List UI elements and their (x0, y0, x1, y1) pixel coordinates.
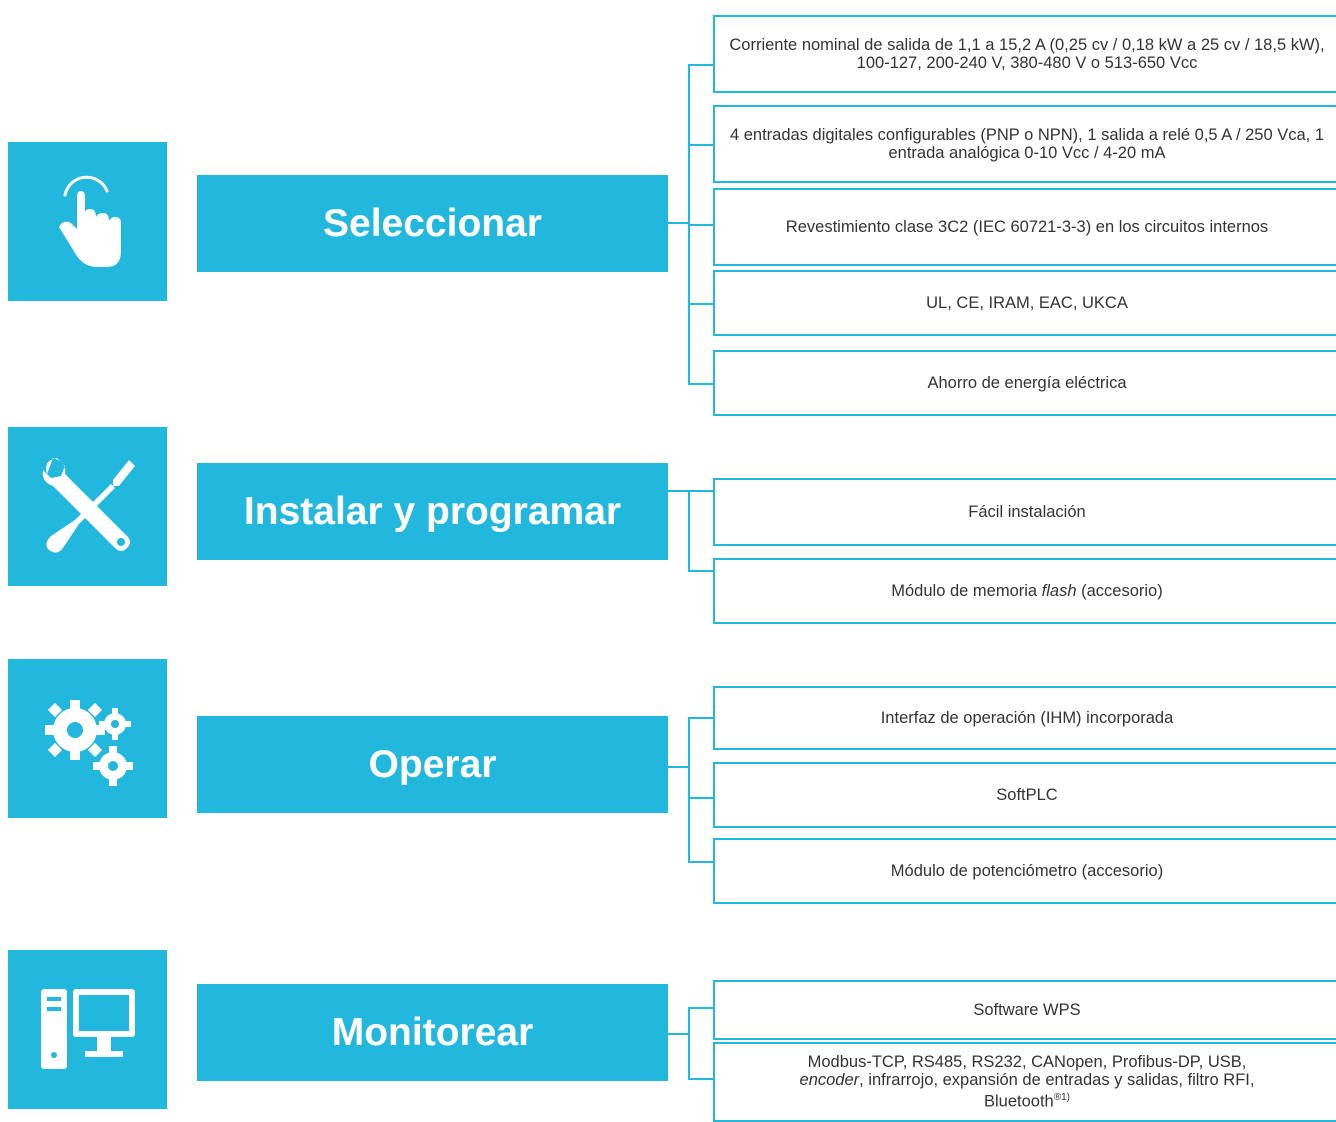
feature-item: Ahorro de energía eléctrica (713, 350, 1336, 416)
section-title: Instalar y programar (197, 463, 668, 560)
feature-text-part: Módulo de memoria flash (accesorio) (891, 582, 1163, 600)
section-title: Operar (197, 716, 668, 813)
section-title: Seleccionar (197, 175, 668, 272)
desktop-computer-icon (40, 988, 135, 1069)
section-icon-box (8, 427, 167, 586)
feature-item: Corriente nominal de salida de 1,1 a 15,… (713, 15, 1336, 93)
feature-item: SoftPLC (713, 762, 1336, 828)
feature-item: 4 entradas digitales configurables (PNP … (713, 105, 1336, 183)
feature-item: Módulo de potenciómetro (accesorio) (713, 838, 1336, 904)
feature-text-part: Modbus-TCP, RS485, RS232, CANopen, Profi… (799, 1053, 1255, 1111)
section-icon-box (8, 142, 167, 301)
feature-item: Fácil instalación (713, 478, 1336, 546)
feature-item: Módulo de memoria flash (accesorio) (713, 558, 1336, 624)
feature-item: Software WPS (713, 980, 1336, 1040)
feature-item: Interfaz de operación (IHM) incorporada (713, 686, 1336, 750)
feature-item: UL, CE, IRAM, EAC, UKCA (713, 270, 1336, 336)
section-icon-box (8, 659, 167, 818)
feature-item: Modbus-TCP, RS485, RS232, CANopen, Profi… (713, 1042, 1336, 1122)
section-icon-box (8, 950, 167, 1109)
feature-item: Revestimiento clase 3C2 (IEC 60721-3-3) … (713, 188, 1336, 266)
gears-icon (44, 699, 133, 786)
section-title: Monitorear (197, 984, 668, 1081)
touch-hand-icon (58, 175, 121, 267)
wrench-screwdriver-icon (42, 457, 135, 553)
